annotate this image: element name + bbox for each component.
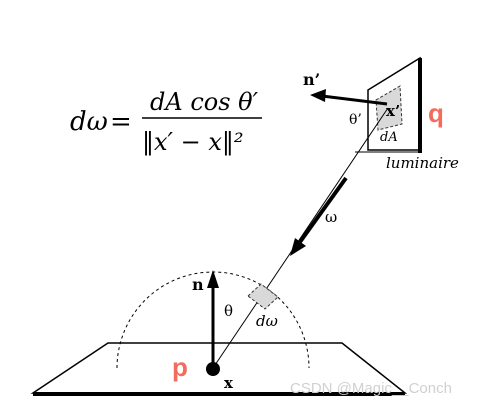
surface-normal: n xyxy=(192,270,219,368)
luminaire-normal: n’ xyxy=(303,70,388,106)
solid-angle-formula: dω = dA cos θ′ ‖x′ − x‖² xyxy=(70,88,262,157)
formula-numerator: dA cos θ′ xyxy=(150,88,259,116)
direction-arrow: ω xyxy=(290,176,348,256)
watermark-text: CSDN @Magic__Conch xyxy=(290,380,452,397)
surface-name-label: p xyxy=(172,352,188,382)
luminaire-normal-label: n’ xyxy=(303,70,320,89)
direction-arrow-head xyxy=(290,238,306,256)
luminaire-normal-arrowhead xyxy=(310,89,326,102)
solid-angle-label: dω xyxy=(256,312,278,330)
area-element-patch xyxy=(375,85,403,131)
luminaire-point-label: x’ xyxy=(386,102,400,120)
luminaire-name-label: q xyxy=(428,98,444,128)
surface-angle-label: θ xyxy=(224,302,233,320)
surface-point xyxy=(206,362,220,376)
direction-label: ω xyxy=(325,208,337,226)
surface-plane xyxy=(30,342,408,396)
luminaire-angle-label: θ’ xyxy=(349,112,362,128)
direction-arrow-shaft xyxy=(298,176,348,244)
surface-normal-label: n xyxy=(192,275,204,294)
formula-equals: = xyxy=(110,107,132,137)
formula-lhs: dω xyxy=(70,107,108,137)
solid-angle-patch xyxy=(247,283,279,310)
luminaire xyxy=(355,56,422,153)
formula-denominator: ‖x′ − x‖² xyxy=(142,128,244,157)
surface-normal-arrowhead xyxy=(207,270,219,288)
luminaire-normal-shaft xyxy=(321,94,388,106)
luminaire-caption: luminaire xyxy=(386,154,459,172)
area-element-label: dA xyxy=(380,130,398,145)
surface-point-label: x xyxy=(224,374,234,392)
